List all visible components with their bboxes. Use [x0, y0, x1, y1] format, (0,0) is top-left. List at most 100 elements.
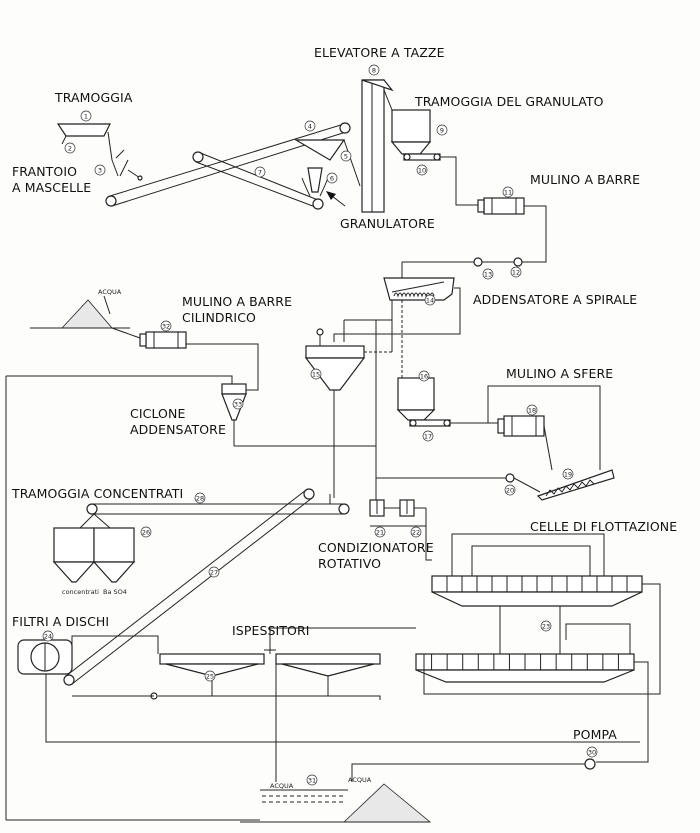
- number-circle: [416, 164, 428, 176]
- equipment-number: 31: [308, 776, 316, 784]
- equipment-number: 28: [196, 494, 204, 502]
- number-circle: [160, 320, 172, 332]
- equipment-number: 1: [84, 112, 88, 120]
- granulatore-screen: [293, 139, 361, 197]
- flow-line-l: [543, 425, 553, 471]
- mulino-sfere-machine: [497, 415, 545, 437]
- condizionatore-unit: [369, 499, 426, 527]
- flow-line-k: [487, 385, 601, 470]
- number-circle: [422, 430, 434, 442]
- label-frantoio: FRANTOIO A MASCELLE: [12, 164, 92, 195]
- label-acqua-bottom-1: ACQUA: [270, 782, 294, 790]
- nastro-trasportatore: [105, 122, 351, 210]
- frantoio-crusher: [107, 131, 143, 181]
- equipment-number: 18: [528, 406, 536, 414]
- number-circle: [482, 268, 494, 280]
- addensatore-spirale-unit: [383, 277, 455, 301]
- equipment-number: 5: [344, 152, 348, 160]
- vasca-acqua: [240, 783, 432, 823]
- equipment-number: 10: [418, 166, 426, 174]
- number-circle: [194, 492, 206, 504]
- label-tramoggia: TRAMOGGIA: [55, 90, 133, 105]
- flow-line-h: [6, 375, 233, 384]
- elevatore-tazze: [361, 79, 394, 213]
- flow-line-t: [45, 674, 640, 743]
- flow-line-m: [376, 477, 541, 493]
- number-circle: [340, 150, 352, 162]
- equipment-number: 32: [162, 322, 170, 330]
- label-mulino-sfere: MULINO A SFERE: [506, 366, 614, 381]
- equipment-number: 11: [504, 188, 512, 196]
- equipment-number: 17: [424, 432, 432, 440]
- label-mulino-barre: MULINO A BARRE: [530, 172, 641, 187]
- number-circle: [64, 142, 76, 154]
- equipment-number: 14: [426, 296, 434, 304]
- flow-line-c: [333, 287, 461, 342]
- number-circle: [424, 294, 436, 306]
- equipment-number: 4: [308, 122, 312, 130]
- number-circle: [254, 166, 266, 178]
- number-circle: [306, 774, 318, 786]
- filtri-dischi-unit: [17, 639, 73, 675]
- equipment-number: 15: [312, 370, 320, 378]
- number-circle: [540, 620, 552, 632]
- label-celle: CELLE DI FLOTTAZIONE: [530, 519, 678, 534]
- equipment-number: 19: [564, 470, 572, 478]
- equipment-number: 7: [258, 168, 262, 176]
- number-circle: [208, 566, 220, 578]
- label-pompa: POMPA: [573, 727, 617, 742]
- equipment-number: 9: [440, 126, 444, 134]
- celle-flottazione-rows: [415, 508, 661, 763]
- number-circle: [562, 468, 574, 480]
- label-condizionatore: CONDIZIONATORE ROTATIVO: [318, 540, 434, 571]
- number-circle: [304, 120, 316, 132]
- number-circle: [436, 124, 448, 136]
- number-circle: [140, 526, 152, 538]
- ispessitori-tanks: [159, 649, 381, 696]
- flow-line-a: [440, 156, 484, 206]
- flow-line-x: [269, 627, 416, 654]
- number-circle: [374, 526, 386, 538]
- tramoggia-granulato-bin: [390, 109, 441, 161]
- number-circle: [586, 746, 598, 758]
- equipment-number: 27: [210, 568, 218, 576]
- number-circle: [368, 64, 380, 76]
- number-circle: [42, 630, 54, 642]
- mulino-sfere-feeder: [396, 377, 451, 427]
- mulino-barre-machine: [477, 197, 525, 215]
- equipment-number: 22: [412, 528, 420, 536]
- cumulo-acqua: [30, 295, 130, 329]
- equipment-number: 21: [376, 528, 384, 536]
- equipment-number: 33: [234, 400, 242, 408]
- equipment-number: 25: [206, 672, 214, 680]
- equipment-number: 12: [512, 268, 520, 276]
- flow-line-b: [522, 205, 547, 263]
- equipment-number: 23: [542, 622, 550, 630]
- flow-line-s: [351, 763, 585, 782]
- number-circle: [510, 266, 522, 278]
- number-circle: [80, 110, 92, 122]
- number-circle: [310, 368, 322, 380]
- equipment-number: 26: [142, 528, 150, 536]
- flow-line-v: [158, 695, 381, 700]
- equipment-number: 20: [506, 486, 514, 494]
- label-ciclone: CICLONE ADDENSATORE: [130, 406, 226, 437]
- label-filtri: FILTRI A DISCHI: [12, 614, 110, 629]
- flow-line-g: [186, 343, 259, 391]
- equipment-number: 16: [420, 372, 428, 380]
- label-acqua-top: ACQUA: [98, 288, 122, 296]
- pompa-30: [584, 758, 596, 770]
- classificatore-19: [536, 469, 615, 501]
- equipment-number: 8: [372, 66, 376, 74]
- tramoggia-concentrati-bins: [52, 513, 136, 583]
- classificatore-15: [304, 320, 393, 498]
- number-circle: [204, 670, 216, 682]
- number-circle: [326, 172, 338, 184]
- nastro-27: [63, 488, 315, 686]
- tramoggia-hopper: [56, 123, 111, 145]
- mulino-cilindrico-machine: [139, 331, 187, 349]
- equipment-number: 2: [68, 144, 72, 152]
- label-granulatore: GRANULATORE: [340, 216, 435, 231]
